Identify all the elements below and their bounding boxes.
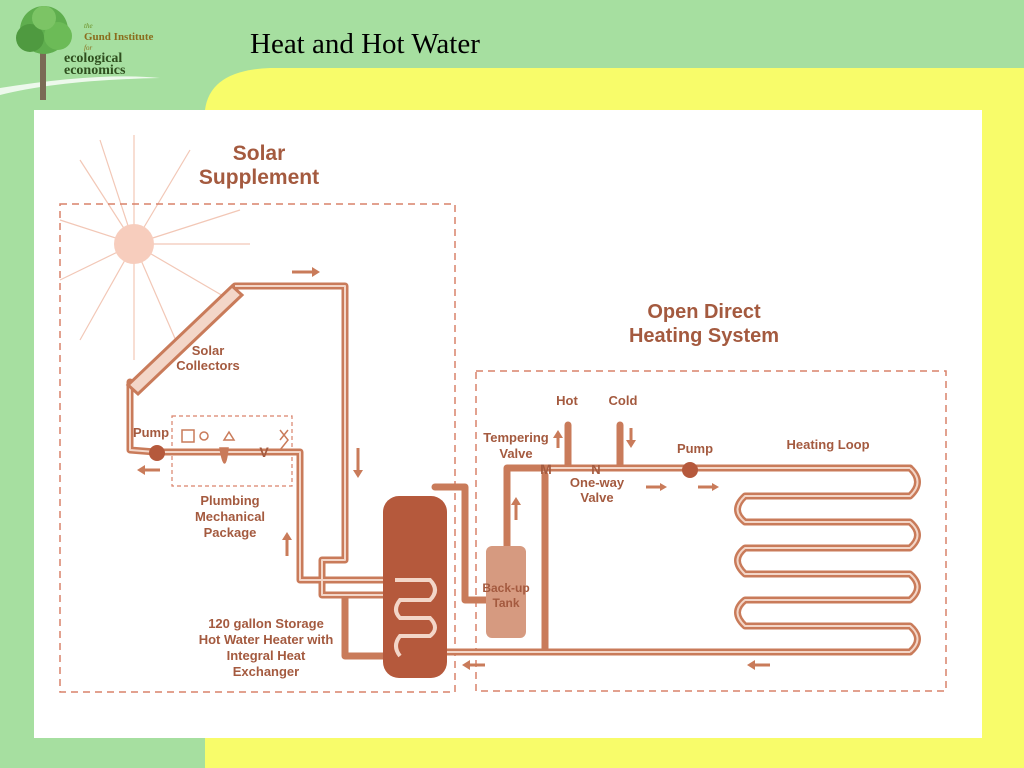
pump-left-label: Pump xyxy=(133,425,169,440)
solar-collector-panel xyxy=(125,283,245,397)
oneway-valve-symbol: N xyxy=(591,462,600,477)
logo-text-gund: Gund Institute xyxy=(84,31,154,43)
oneway-valve-label-line2: Valve xyxy=(580,490,613,505)
plumbing-fittings-icon xyxy=(181,429,289,464)
logo-text-ecological: ecological xyxy=(64,51,123,66)
white-curve xyxy=(0,76,160,95)
solar-pump-icon xyxy=(149,445,165,461)
storage-label-line1: 120 gallon Storage xyxy=(208,616,324,631)
cold-label: Cold xyxy=(609,393,638,408)
sun-icon xyxy=(59,135,250,360)
tempering-valve-label-line2: Valve xyxy=(499,446,532,461)
logo-text-for: for xyxy=(84,44,93,52)
solar-section-title-line1: Solar xyxy=(233,142,286,165)
diagram-panel xyxy=(34,110,982,738)
plumbing-label-line3: Package xyxy=(204,525,257,540)
tempering-valve-symbol: M xyxy=(540,461,552,477)
plumbing-label-line2: Mechanical xyxy=(195,509,265,524)
storage-label-line3: Integral Heat xyxy=(227,648,306,663)
solar-collectors-label-line2: Collectors xyxy=(176,358,240,373)
gund-institute-logo: the Gund Institute for ecological econom… xyxy=(4,2,204,102)
plumbing-label-line1: Plumbing xyxy=(200,493,259,508)
pump-right-label: Pump xyxy=(677,441,713,456)
storage-tank xyxy=(383,496,447,678)
open-section-title-line1: Open Direct xyxy=(647,301,761,323)
flow-arrows xyxy=(137,267,770,670)
open-system-box xyxy=(475,370,947,692)
solar-supplement-box xyxy=(59,203,456,693)
heating-loop-label: Heating Loop xyxy=(786,437,869,452)
backup-tank-label-line2: Tank xyxy=(492,596,519,610)
backup-to-tempering-pipe xyxy=(503,464,552,552)
backup-tank-label-line1: Back-up xyxy=(482,581,529,595)
storage-to-backup-pipe xyxy=(431,483,492,604)
heating-pump-icon xyxy=(682,462,698,478)
open-section-title-line2: Heating System xyxy=(629,325,779,347)
logo-text-the: the xyxy=(84,22,93,30)
logo-text-economics: economics xyxy=(64,63,126,78)
storage-label-line4: Exchanger xyxy=(233,664,299,679)
hot-label: Hot xyxy=(556,393,578,408)
storage-label-line2: Hot Water Heater with xyxy=(199,632,334,647)
solar-section-title-line2: Supplement xyxy=(199,166,319,189)
solar-collectors-label-line1: Solar xyxy=(192,343,225,358)
backup-tank xyxy=(486,546,526,638)
slide-title: Heat and Hot Water xyxy=(250,28,480,60)
tempering-valve-label-line1: Tempering xyxy=(483,430,549,445)
oneway-valve-label-line1: One-way xyxy=(570,475,625,490)
tree-icon xyxy=(16,6,72,100)
storage-tank-coil xyxy=(394,578,437,658)
plumbing-valve-symbol: V xyxy=(259,444,269,460)
